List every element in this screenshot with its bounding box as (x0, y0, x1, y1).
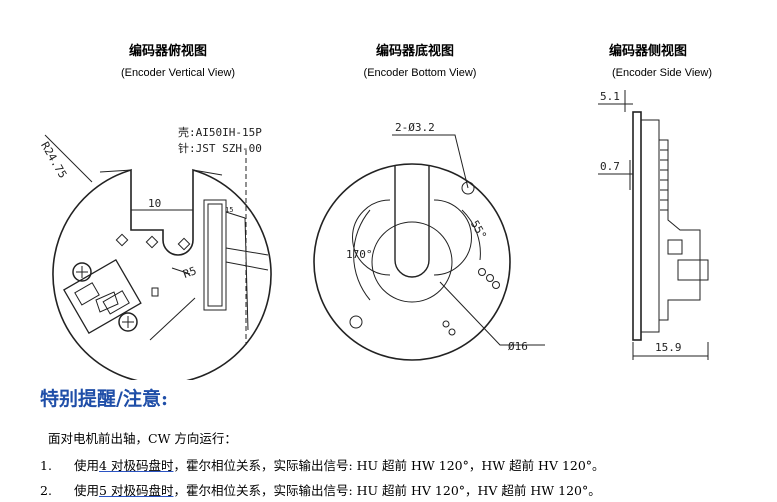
bottom-view-drawing: 2-Ø3.2 55° 170° Ø16 (313, 121, 545, 361)
item-prefix: 使用 (74, 483, 100, 498)
pin-count-label: 15 (225, 206, 233, 214)
top-view-subtitle: (Encoder Vertical View) (120, 67, 236, 79)
item-number: 1. (40, 458, 52, 473)
radius-label: R24.75 (38, 140, 69, 181)
item-underlined: 4 对极码盘时 (99, 458, 174, 473)
item-text: ，霍尔相位关系，实际输出信号: HU 超前 HW 120°，HW 超前 HV 1… (173, 458, 605, 473)
item-number: 2. (40, 483, 52, 498)
side-view-drawing: 5.1 0.7 15.9 (598, 90, 709, 360)
item-underlined: 5 对极码盘时 (99, 483, 174, 498)
item-text: ，霍尔相位关系，实际输出信号: HU 超前 HV 120°，HV 超前 HW 1… (173, 483, 601, 498)
pin-part-label: 针:JST SZH-00 (178, 141, 262, 155)
notice-intro: 面对电机前出轴，CW 方向运行： (48, 431, 237, 446)
side-dim-15-9: 15.9 (655, 341, 682, 354)
notice-item-1: 1. 使用4 对极码盘时，霍尔相位关系，实际输出信号: HU 超前 HW 120°… (40, 455, 605, 474)
side-view-title: 编码器侧视图 (608, 44, 687, 59)
drawings: R24.75 10 R5 壳:AI50IH-15P 针:JST SZH-00 1… (38, 90, 709, 380)
housing-part-label: 壳:AI50IH-15P (178, 125, 262, 139)
top-view-drawing: R24.75 10 R5 壳:AI50IH-15P 针:JST SZH-00 1… (38, 125, 272, 380)
side-dim-5-1: 5.1 (600, 90, 620, 103)
slot-width-label: 10 (148, 197, 161, 210)
bottom-view-title: 编码器底视图 (375, 44, 454, 59)
bottom-view-subtitle: (Encoder Bottom View) (363, 67, 477, 79)
top-view-title: 编码器俯视图 (128, 44, 207, 59)
diameter-label: Ø16 (508, 340, 528, 353)
holes-label: 2-Ø3.2 (395, 121, 435, 134)
side-dim-0-7: 0.7 (600, 160, 620, 173)
angle-170-label: 170° (346, 248, 373, 261)
item-prefix: 使用 (74, 458, 100, 473)
side-view-subtitle: (Encoder Side View) (611, 67, 713, 79)
notice-item-2: 2. 使用5 对极码盘时，霍尔相位关系，实际输出信号: HU 超前 HV 120°… (40, 480, 601, 499)
notice-heading: 特别提醒/注意: (40, 388, 168, 410)
radius-small-label: R5 (181, 264, 198, 281)
